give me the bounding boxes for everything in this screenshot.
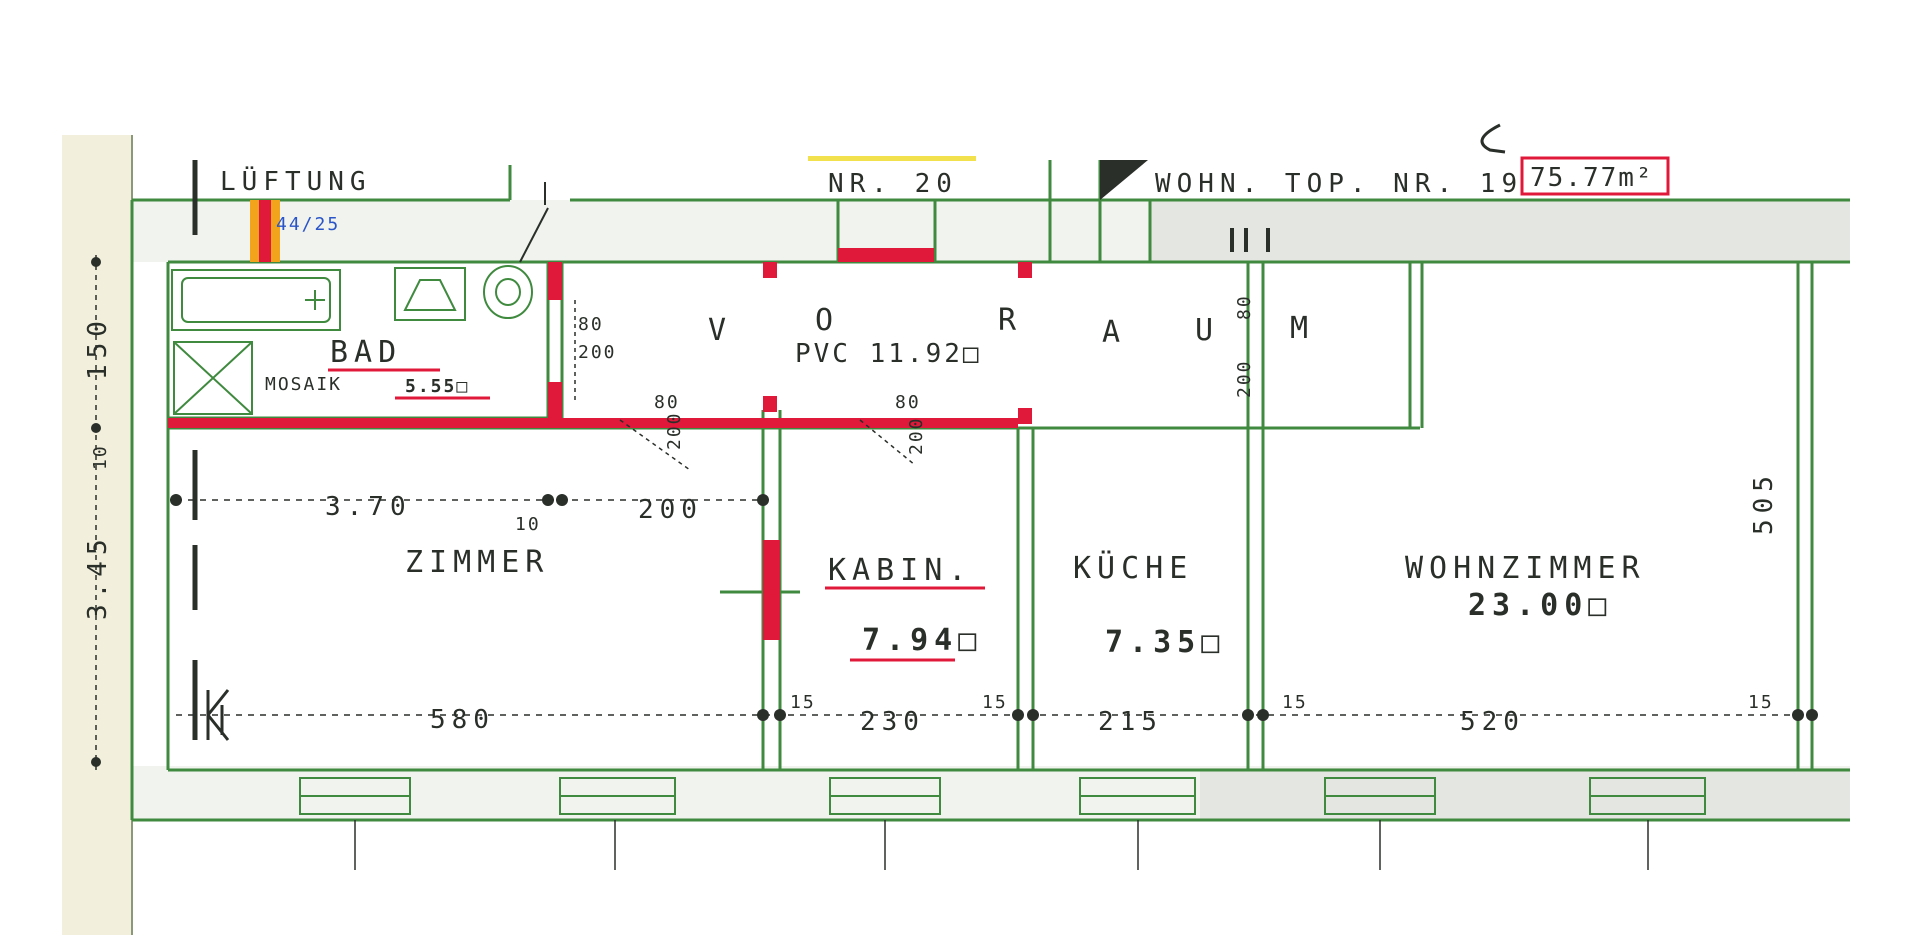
bathtub <box>171 269 341 331</box>
dimension-lines <box>176 499 1800 716</box>
vorraum-letter-o: O <box>815 303 839 338</box>
left-strip <box>62 135 132 935</box>
lueftung-label: LÜFTUNG <box>220 165 372 197</box>
dim-wall-15b: 15 <box>982 692 1008 713</box>
dim-left-345: 3.45 <box>83 533 113 620</box>
kueche-area: 7.35□ <box>1105 625 1225 660</box>
vorraum-letter-u: U <box>1195 313 1219 348</box>
dim-door-bad-200: 200 <box>578 342 617 363</box>
dim-door-v-200: 200 <box>1234 359 1255 398</box>
toilet <box>483 265 533 319</box>
kueche-name: KÜCHE <box>1073 550 1193 586</box>
neighbor-label: NR. 20 <box>828 169 958 199</box>
kabin-area: 7.94□ <box>862 623 982 658</box>
dim-door-k-80: 80 <box>895 392 921 413</box>
dim-door-v-80: 80 <box>1234 294 1255 320</box>
entrance-arrow <box>1480 123 1506 154</box>
red-markings <box>168 248 1032 640</box>
bottom-wall-band-shade <box>1200 768 1850 820</box>
dim-door-z-200: 200 <box>664 411 685 450</box>
zimmer-name: ZIMMER <box>405 545 549 580</box>
neighbor-label-mark <box>808 156 976 161</box>
dim-door-z-80: 80 <box>654 392 680 413</box>
vorraum-area: PVC 11.92□ <box>795 339 982 369</box>
dim-kabin-len: 230 <box>860 707 925 737</box>
dim-wohn-len: 520 <box>1460 707 1525 737</box>
wohnzimmer-name: WOHNZIMMER <box>1405 551 1646 586</box>
dim-zimmer-len: 580 <box>430 705 495 735</box>
dim-kueche-len: 215 <box>1098 707 1163 737</box>
washbasin <box>394 267 466 321</box>
dim-door-k-200: 200 <box>906 416 927 455</box>
dim-zimmer-width: 3.70 <box>325 492 412 522</box>
vorraum-letter-a: A <box>1102 315 1126 350</box>
lueftung-note: 44/25 <box>276 214 340 235</box>
dim-wohn-depth: 505 <box>1749 470 1779 535</box>
dim-left-150: 150 <box>83 315 113 380</box>
dim-wall-15c: 15 <box>1282 692 1308 713</box>
red-underlines <box>328 368 985 662</box>
top-wall-band-right <box>1150 200 1850 262</box>
radiator-symbol <box>206 689 230 741</box>
vorraum-letter-r: R <box>998 303 1022 338</box>
door-swings <box>574 300 916 471</box>
dim-door-200: 200 <box>638 495 703 525</box>
bad-area: 5.55□ <box>405 376 469 397</box>
total-area: 75.77m² <box>1530 163 1654 193</box>
wohnzimmer-area: 23.00□ <box>1468 588 1612 623</box>
dim-left-10: 10 <box>90 444 111 470</box>
vorraum-letter-v: V <box>708 313 732 348</box>
dim-wall-15a: 15 <box>790 692 816 713</box>
vorraum-door-top <box>1230 228 1270 252</box>
entrance-marker <box>1100 160 1148 200</box>
kabin-name: KABIN. <box>828 553 972 588</box>
dim-zimmer-sep: 10 <box>515 514 541 535</box>
dim-door-bad-80: 80 <box>578 314 604 335</box>
unit-label: WOHN. TOP. NR. 19 <box>1155 169 1523 199</box>
dim-wall-15d: 15 <box>1748 692 1774 713</box>
shower-cross <box>173 341 253 415</box>
lueftung-shaft-red <box>259 200 271 262</box>
bad-finish: MOSAIK <box>265 374 342 395</box>
bad-name: BAD <box>330 335 402 370</box>
windows <box>299 777 1706 815</box>
dimension-dots <box>91 257 1818 767</box>
stair-arrow <box>519 182 549 263</box>
window-projection-lines <box>354 820 1649 870</box>
total-area-box <box>1520 156 1670 196</box>
vorraum-letter-m: M <box>1290 311 1314 346</box>
